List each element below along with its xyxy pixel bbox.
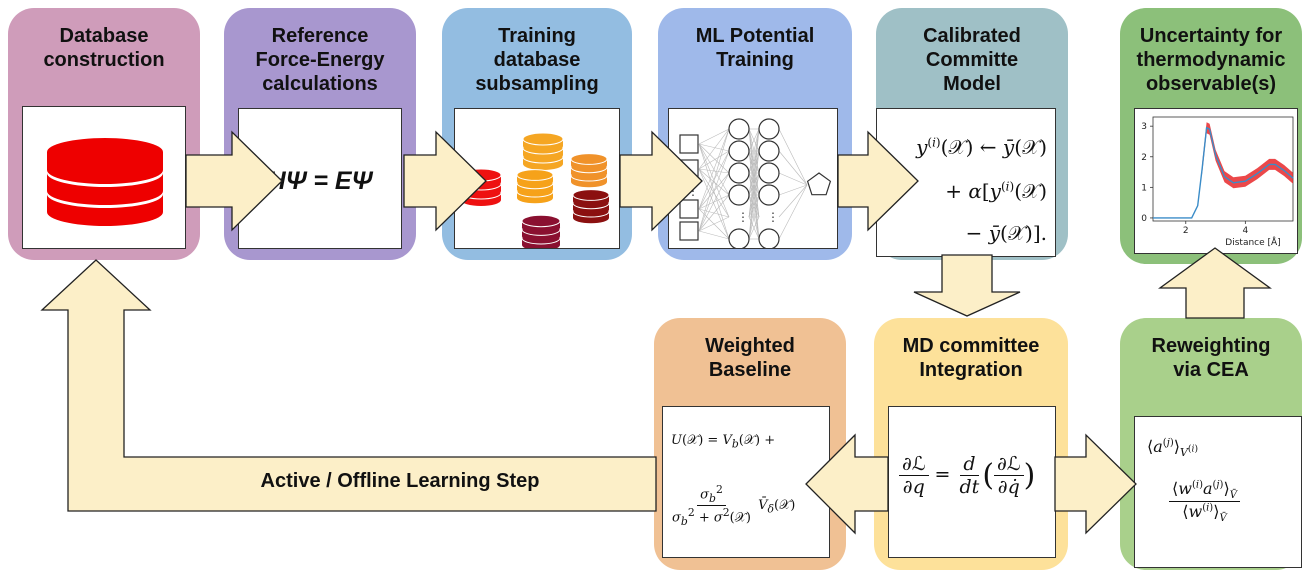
stage-title: Training database subsampling	[475, 25, 599, 95]
arrow-md-to-reweighting	[1054, 433, 1137, 535]
hidden-ellipsis-0: ⋮	[737, 210, 749, 224]
schrodinger-equation: HΨ = EΨ	[267, 167, 373, 195]
database-stack-1	[522, 132, 564, 170]
arrow-subsampling-to-training	[619, 130, 703, 232]
cea-eq-line2: ⟨w(i)a(j)⟩V̄⟨w(i)⟩V̄	[1169, 479, 1240, 524]
neural-network-panel: ⋮⋮⋮	[668, 108, 838, 249]
arrow-reweighting-to-uncertainty	[1158, 247, 1272, 319]
stage-uncertainty-observables: Uncertainty for thermodynamic observable…	[1120, 8, 1302, 264]
stage-ml-potential-training: ML Potential Training ⋮⋮⋮	[658, 8, 852, 260]
hidden-node-1-1	[758, 140, 780, 162]
plot-frame	[1152, 116, 1294, 222]
baseline-eq-line1: U(𝒳) = Vb(𝒳) +	[671, 433, 776, 451]
rdf-line	[1153, 126, 1294, 219]
stage-title: MD committee Integration	[902, 335, 1040, 381]
arrow-active-learning-loop	[40, 259, 657, 512]
database-stack-4	[572, 189, 610, 224]
stage-title: Database construction	[43, 25, 165, 71]
database-stack-3	[570, 153, 608, 188]
stage-reference-calculations: Reference Force-Energy calculations HΨ =…	[224, 8, 416, 260]
input-node-2	[679, 199, 699, 219]
subsampled-databases-icon	[460, 132, 610, 248]
committee-eq-line1: y(i)(𝒳) ← ȳ(𝒳)	[916, 135, 1047, 159]
neural-network-icon: ⋮⋮⋮	[679, 118, 832, 248]
active-learning-label: Active / Offline Learning Step	[260, 470, 540, 492]
hidden-node-0-1	[728, 140, 750, 162]
output-node	[806, 172, 832, 196]
arrow-reference-to-subsampling	[403, 130, 487, 232]
stage-title: Reference Force-Energy calculations	[255, 25, 385, 95]
y-tick-label: 3	[1141, 122, 1147, 132]
x-axis-label: Distance [Å]	[1225, 236, 1280, 248]
stage-database-construction: Database construction	[8, 8, 200, 260]
arrow-committee-to-md	[913, 254, 1021, 317]
committee-eq-line3: − ȳ(𝒳)].	[965, 221, 1047, 245]
hidden-node-0-3	[728, 184, 750, 206]
database-icon	[47, 138, 163, 226]
cea-equation-panel: ⟨a(j)⟩V(i) ⟨w(i)a(j)⟩V̄⟨w(i)⟩V̄	[1134, 416, 1302, 568]
database-stack	[47, 138, 163, 226]
uncertainty-band	[1202, 122, 1293, 189]
hidden-node-1-0	[758, 118, 780, 140]
stage-title: Reweighting via CEA	[1151, 335, 1271, 381]
database-panel	[22, 106, 186, 249]
hidden-node-1-2	[758, 162, 780, 184]
stage-title: Weighted Baseline	[705, 335, 795, 381]
hidden-node-1-5	[758, 228, 780, 248]
committee-eq-line2: + α[y(i)(𝒳)	[945, 179, 1047, 203]
hidden-node-1-3	[758, 184, 780, 206]
hidden-node-0-2	[728, 162, 750, 184]
stage-title: Calibrated Committe Model	[923, 25, 1021, 95]
arrow-md-to-baseline	[805, 433, 889, 535]
x-tick-label: 2	[1183, 226, 1189, 236]
arrow-database-to-reference	[185, 130, 283, 232]
stage-calibrated-committee: Calibrated Committe Model y(i)(𝒳) ← ȳ(𝒳)…	[876, 8, 1068, 260]
y-tick-label: 0	[1141, 214, 1147, 224]
hidden-node-0-5	[728, 228, 750, 248]
hidden-ellipsis-1: ⋮	[767, 210, 779, 224]
database-stack-2	[516, 169, 554, 204]
stage-title: Uncertainty for thermodynamic observable…	[1136, 25, 1286, 95]
database-stack-5	[521, 214, 561, 248]
arrow-training-to-committee	[837, 130, 919, 232]
hidden-node-0-0	[728, 118, 750, 140]
input-node-3	[679, 221, 699, 241]
stage-reweighting-cea: Reweighting via CEA ⟨a(j)⟩V(i) ⟨w(i)a(j)…	[1120, 318, 1302, 570]
input-node-0	[679, 134, 699, 154]
x-tick-label: 4	[1242, 226, 1248, 236]
stage-title: ML Potential Training	[695, 25, 815, 71]
y-tick-label: 1	[1141, 183, 1147, 193]
y-tick-label: 2	[1141, 153, 1147, 163]
cea-eq-line1: ⟨a(j)⟩V(i)	[1147, 437, 1199, 460]
